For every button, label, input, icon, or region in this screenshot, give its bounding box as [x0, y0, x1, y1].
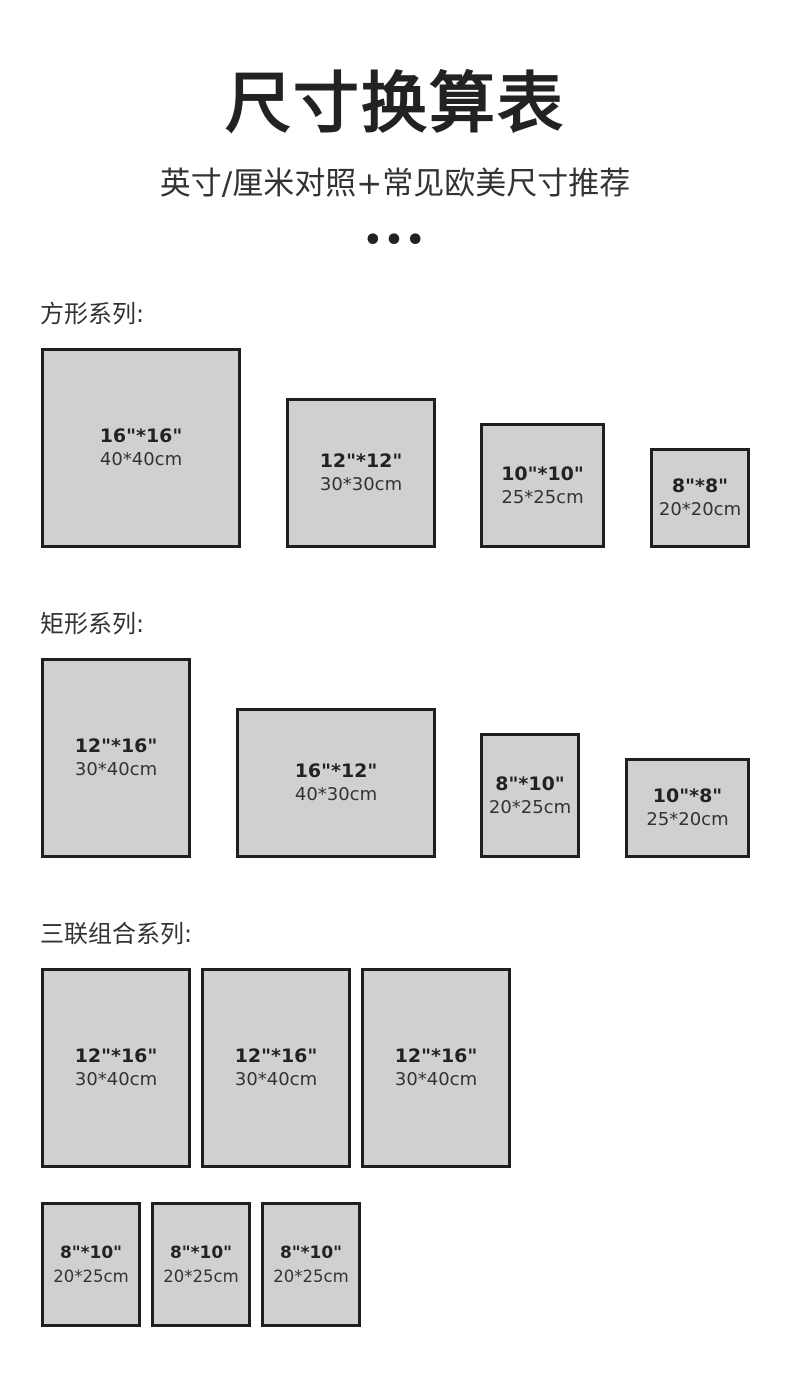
frame-square-12x12: 12"*12" 30*30cm [286, 398, 436, 548]
frame-cm-size: 20*25cm [163, 1266, 239, 1286]
frame-cm-size: 20*20cm [658, 499, 742, 520]
frame-inch-size: 8"*8" [671, 475, 729, 497]
frame-cm-size: 20*25cm [53, 1266, 129, 1286]
frame-triptych-large-1: 12"*16" 30*40cm [41, 968, 191, 1168]
frame-cm-size: 30*40cm [394, 1069, 478, 1090]
section-label-triptych: 三联组合系列: [40, 920, 193, 948]
frame-square-16x16: 16"*16" 40*40cm [41, 348, 241, 548]
frame-rect-12x16: 12"*16" 30*40cm [41, 658, 191, 858]
frame-inch-size: 12"*16" [74, 1045, 158, 1067]
frame-inch-size: 12"*12" [319, 450, 403, 472]
frame-square-8x8: 8"*8" 20*20cm [650, 448, 750, 548]
frame-inch-size: 8"*10" [59, 1242, 123, 1263]
frame-inch-size: 12"*16" [74, 735, 158, 757]
frame-cm-size: 20*25cm [488, 796, 572, 818]
frame-square-10x10: 10"*10" 25*25cm [480, 423, 605, 548]
frame-inch-size: 8"*10" [279, 1242, 343, 1263]
section-label-rect: 矩形系列: [40, 610, 145, 638]
frame-triptych-large-2: 12"*16" 30*40cm [201, 968, 351, 1168]
frame-inch-size: 8"*10" [169, 1242, 233, 1263]
frame-cm-size: 30*40cm [74, 1069, 158, 1090]
frame-inch-size: 16"*12" [294, 760, 378, 782]
frame-rect-8x10: 8"*10" 20*25cm [480, 733, 580, 858]
frame-cm-size: 20*25cm [273, 1266, 349, 1286]
frame-inch-size: 8"*10" [495, 772, 565, 795]
section-label-square: 方形系列: [40, 300, 145, 328]
page-title: 尺寸换算表 [225, 65, 565, 142]
frame-triptych-small-3: 8"*10" 20*25cm [261, 1202, 361, 1327]
frame-rect-10x8: 10"*8" 25*20cm [625, 758, 750, 858]
frame-cm-size: 25*20cm [646, 809, 729, 830]
page-subtitle: 英寸/厘米对照+常见欧美尺寸推荐 [159, 166, 631, 202]
frame-rect-16x12: 16"*12" 40*30cm [236, 708, 436, 858]
frame-triptych-small-1: 8"*10" 20*25cm [41, 1202, 141, 1327]
frame-cm-size: 40*30cm [294, 784, 378, 805]
separator-dots: ••• [363, 223, 427, 258]
frame-inch-size: 12"*16" [394, 1045, 478, 1067]
frame-inch-size: 10"*8" [652, 785, 723, 807]
frame-cm-size: 25*25cm [501, 486, 584, 508]
frame-inch-size: 10"*10" [501, 462, 584, 485]
frame-inch-size: 16"*16" [99, 425, 183, 447]
frame-cm-size: 30*30cm [319, 474, 403, 495]
frame-cm-size: 30*40cm [74, 759, 158, 780]
frame-cm-size: 40*40cm [99, 449, 183, 470]
frame-triptych-large-3: 12"*16" 30*40cm [361, 968, 511, 1168]
frame-triptych-small-2: 8"*10" 20*25cm [151, 1202, 251, 1327]
frame-inch-size: 12"*16" [234, 1045, 318, 1067]
frame-cm-size: 30*40cm [234, 1069, 318, 1090]
